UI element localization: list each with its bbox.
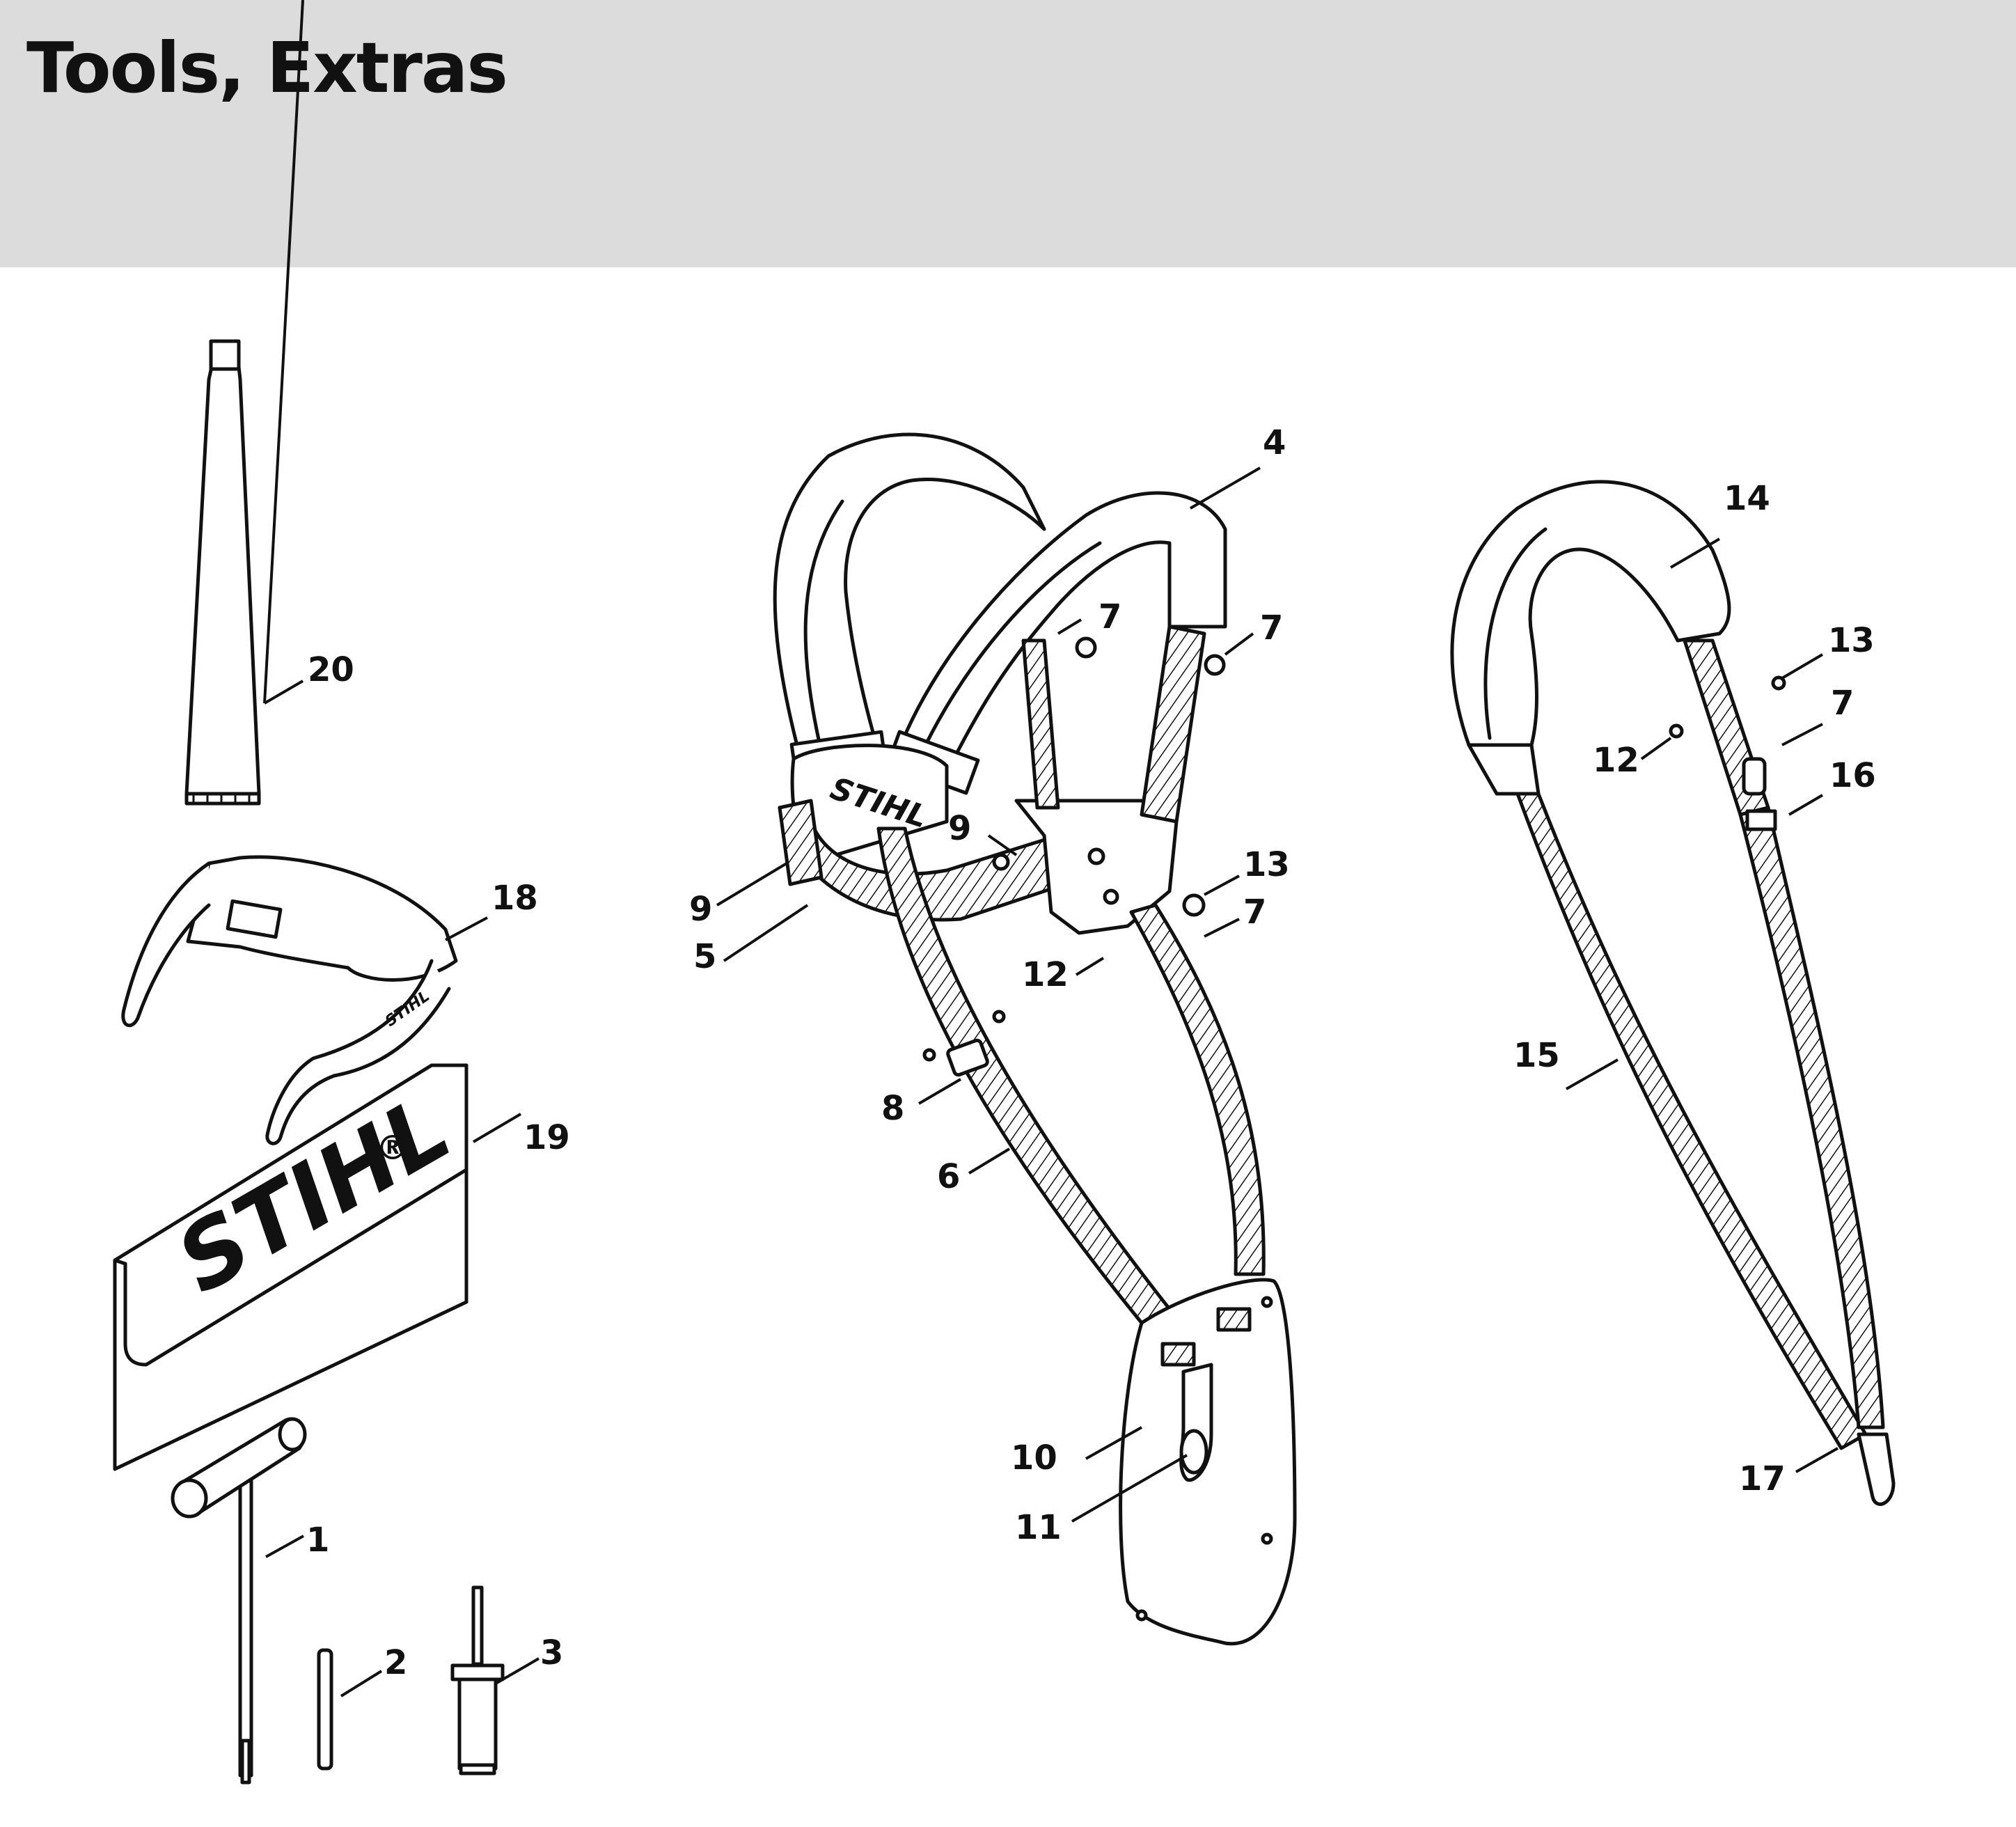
callout-20: 20 — [308, 650, 354, 689]
leader-lines — [263, 0, 1838, 1697]
callout-labels: 20 18 19 1 2 3 4 7 7 9 9 5 13 7 12 8 6 1… — [306, 423, 1876, 1682]
callout-12-a: 12 — [1022, 955, 1069, 994]
combination-wrench-part — [171, 1417, 307, 1785]
callout-13-a: 13 — [1243, 845, 1290, 884]
callout-5: 5 — [693, 937, 716, 976]
callout-11: 11 — [1015, 1508, 1062, 1547]
tool-pouch-part: STIHL ® — [113, 1063, 468, 1471]
callout-10: 10 — [1011, 1438, 1057, 1477]
callout-17: 17 — [1739, 1459, 1786, 1498]
callout-18: 18 — [491, 879, 538, 918]
safety-glasses-part: STIHL — [121, 855, 458, 1145]
callout-7-d: 7 — [1831, 684, 1854, 723]
callout-1: 1 — [306, 1521, 329, 1560]
page-title: Tools, Extras — [26, 27, 508, 109]
callout-12-b: 12 — [1593, 741, 1639, 780]
screwdriver-part — [450, 1585, 505, 1775]
callout-7-b: 7 — [1260, 609, 1283, 648]
full-harness-assembly: STIHL — [773, 432, 1297, 1646]
callout-19: 19 — [523, 1118, 570, 1157]
header-bar: Tools, Extras — [0, 0, 2016, 267]
callout-9-b: 9 — [948, 809, 971, 848]
callout-2: 2 — [384, 1643, 407, 1682]
callout-7-a: 7 — [1098, 597, 1121, 636]
callout-16: 16 — [1829, 756, 1876, 795]
callout-15: 15 — [1513, 1036, 1560, 1075]
shoulder-strap-assembly — [1450, 480, 1896, 1506]
callout-4: 4 — [1263, 423, 1286, 462]
callout-14: 14 — [1724, 479, 1770, 518]
callout-13-b: 13 — [1828, 621, 1875, 660]
pin-part — [317, 1648, 333, 1771]
callout-7-c: 7 — [1243, 893, 1266, 932]
callout-9-a: 9 — [689, 890, 712, 929]
registered-mark: ® — [376, 1129, 409, 1168]
callout-8: 8 — [881, 1089, 904, 1128]
callout-6: 6 — [937, 1157, 960, 1196]
grease-tube-part — [184, 339, 261, 806]
callout-3: 3 — [540, 1633, 563, 1672]
